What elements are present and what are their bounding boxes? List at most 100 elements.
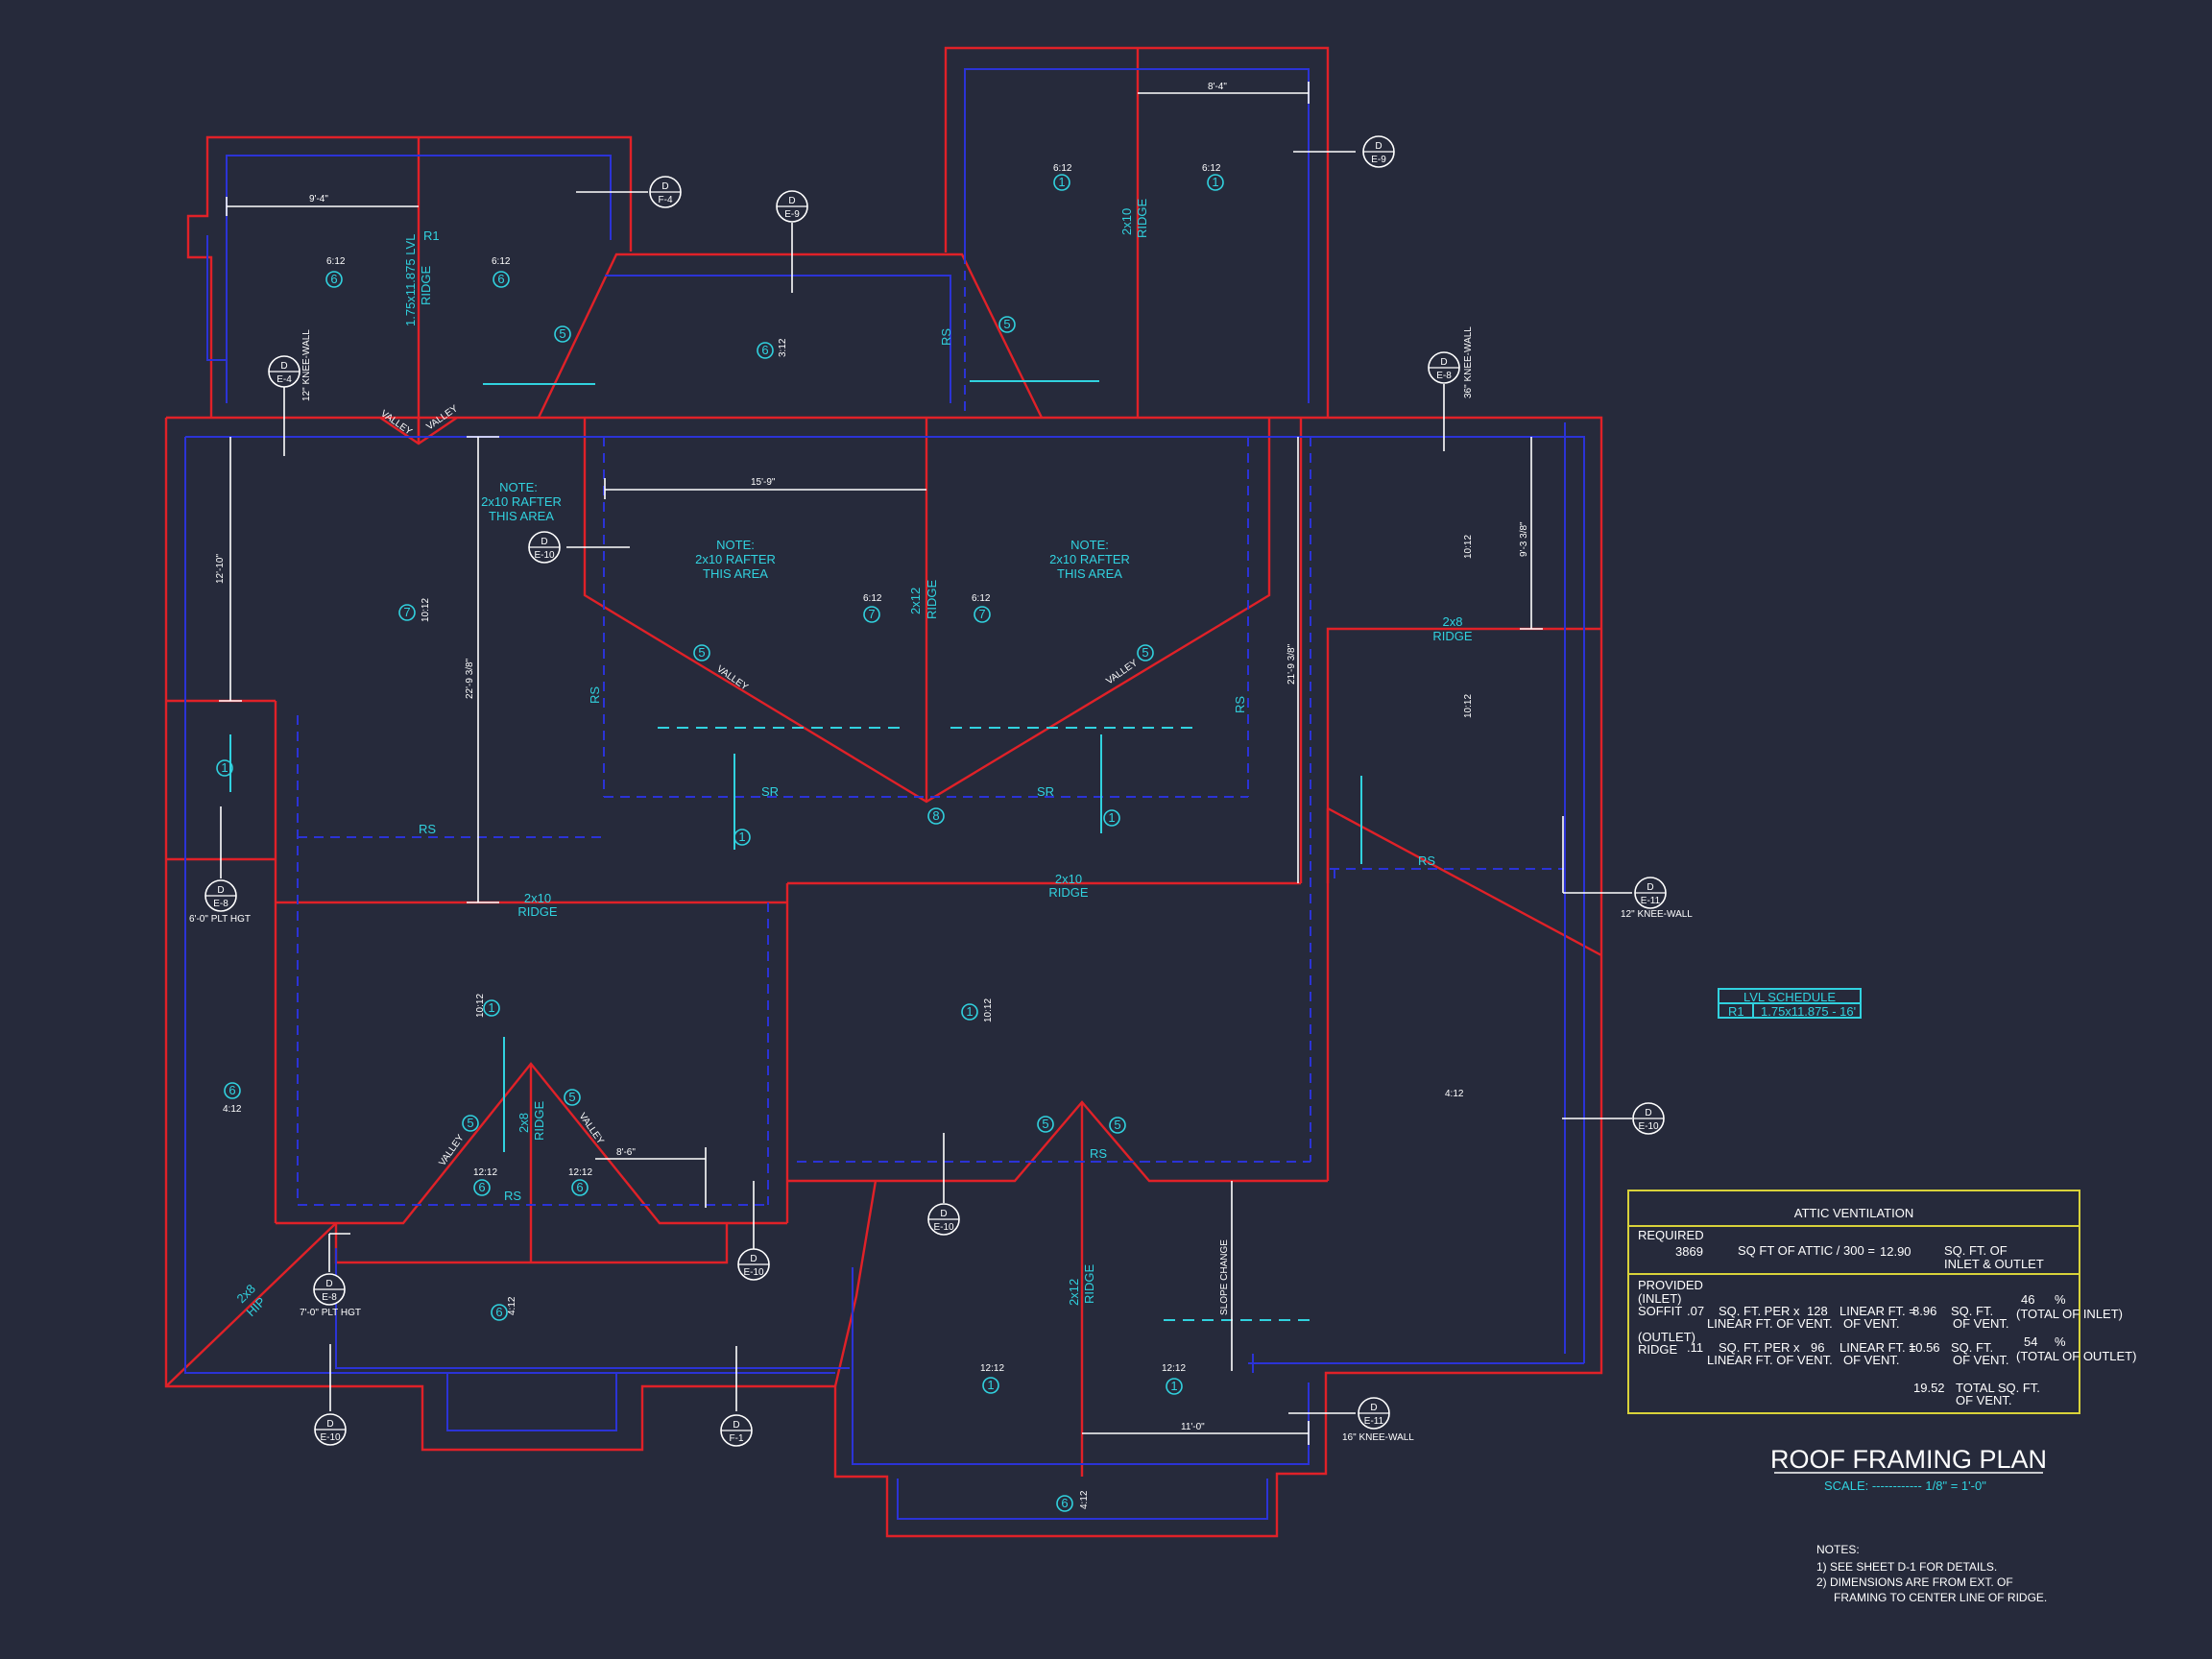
note-area: THIS AREA: [1057, 566, 1122, 581]
rs-label: RS: [588, 686, 602, 704]
marker-number: 8: [932, 808, 939, 823]
marker-number: 6: [761, 343, 768, 357]
detail-tag-sheet: F-4: [659, 195, 673, 205]
detail-tag-sheet: E-11: [1641, 896, 1661, 906]
lvl-schedule-box: [1718, 988, 1862, 1019]
rs-label: RS: [504, 1189, 521, 1203]
cyan-arrows: [229, 380, 1362, 1321]
marker-circle: [564, 1089, 581, 1106]
knee-wall-36: 36" KNEE-WALL: [1463, 326, 1474, 398]
section-number-marker: 7: [974, 606, 991, 623]
detail-callout-tag[interactable]: DE-10: [927, 1203, 960, 1236]
detail-tag-letter: D: [750, 1254, 757, 1264]
ridge-label: RIDGE: [1082, 1264, 1096, 1305]
note-rafter: 2x10 RAFTER: [481, 494, 562, 509]
ridge-label: RIDGE: [1432, 629, 1473, 643]
detail-tag-letter: D: [1645, 1108, 1651, 1118]
pitch-12-12: 12:12: [1162, 1363, 1186, 1374]
detail-tag-sheet: E-8: [213, 899, 228, 909]
detail-callout-tag[interactable]: D E-8: [313, 1273, 346, 1306]
section-number-marker: 5: [998, 316, 1016, 333]
detail-callout-tag[interactable]: DE-9: [776, 190, 808, 223]
detail-callout-tag[interactable]: D E-11: [1634, 877, 1667, 909]
section-number-marker: 5: [554, 325, 571, 343]
dim-9-3: 9'-3 3/8": [1519, 521, 1529, 557]
marker-circle: [483, 999, 500, 1017]
note-area: THIS AREA: [703, 566, 768, 581]
dimension-lines: [219, 82, 1632, 1445]
valley-label: VALLEY: [714, 663, 750, 692]
marker-number: 6: [228, 1083, 235, 1097]
valley-label: VALLEY: [577, 1111, 606, 1146]
section-number-marker: 1: [1166, 1378, 1183, 1395]
lvl-schedule-size: 1.75x11.875 - 16': [1761, 1004, 1856, 1019]
detail-tag-letter: D: [661, 181, 668, 192]
detail-callout-tag[interactable]: D E-8: [1428, 351, 1460, 384]
marker-number: 1: [1170, 1379, 1177, 1393]
detail-callout-tag[interactable]: DE-10: [314, 1413, 347, 1446]
rs-label: RS: [419, 822, 436, 836]
required-label: REQUIRED: [1638, 1228, 1704, 1242]
of-vent-label: OF VENT.: [1953, 1353, 2009, 1367]
detail-tag-letter: D: [788, 196, 795, 206]
section-number-marker: 1: [483, 999, 500, 1017]
detail-tag-letter: D: [1440, 357, 1447, 368]
marker-number: 7: [978, 607, 985, 621]
section-number-marker: 5: [462, 1115, 479, 1132]
pitch-4-12: 4:12: [1445, 1089, 1464, 1099]
soffit-linear: 128: [1807, 1304, 1828, 1318]
sqft-label: SQ. FT.: [1951, 1340, 1993, 1355]
detail-callout-tag[interactable]: DE-10: [737, 1248, 770, 1281]
provided-label: PROVIDED: [1638, 1278, 1703, 1292]
outlet-pct-label: (TOTAL OF OUTLET): [2016, 1349, 2136, 1363]
detail-tag-sheet: E-8: [322, 1292, 337, 1303]
detail-tag-sheet: E-10: [1638, 1121, 1659, 1132]
rs-label: RS: [1233, 696, 1247, 713]
pct-sign: %: [2055, 1292, 2066, 1307]
ridge-2x10-upper: 2x10: [1119, 208, 1134, 235]
note-label: NOTE:: [716, 538, 755, 552]
pitch-12-12: 12:12: [568, 1167, 592, 1178]
required-text: SQ FT OF ATTIC / 300 =: [1738, 1243, 1875, 1258]
marker-number: 1: [1058, 175, 1065, 189]
marker-circle: [493, 271, 510, 288]
inlet-pct-label: (TOTAL OF INLET): [2016, 1307, 2123, 1321]
annotation-text-layer: 9'-4" 8'-4" 15'-9" 12'-10" 22'-9 3/8" 21…: [189, 82, 2136, 1604]
marker-circle: [757, 342, 774, 359]
knee-wall-12-right: 12" KNEE-WALL: [1621, 909, 1693, 920]
of-vent-label: OF VENT.: [1843, 1316, 1900, 1331]
detail-tag-letter: D: [1647, 882, 1653, 893]
section-number-marker: 6: [1056, 1495, 1073, 1512]
ridge-2x8-right: 2x8: [1443, 614, 1463, 629]
detail-callout-tag[interactable]: DE-9: [1362, 135, 1395, 168]
ridge-rate: .11: [1687, 1340, 1703, 1355]
detail-callout-tag[interactable]: DE-10: [528, 531, 561, 564]
marker-circle: [982, 1377, 999, 1394]
detail-callout-tag[interactable]: DF-1: [720, 1414, 753, 1447]
required-text3: INLET & OUTLET: [1944, 1257, 2044, 1271]
note-rafter: 2x10 RAFTER: [1049, 552, 1130, 566]
marker-circle: [974, 606, 991, 623]
marker-number: 5: [568, 1090, 575, 1104]
note-rafter: 2x10 RAFTER: [695, 552, 776, 566]
detail-callout-tag[interactable]: D F-4: [649, 176, 682, 208]
ridge-2x10-mid: 2x10: [1055, 872, 1082, 886]
detail-tag-sheet: E-8: [1436, 371, 1452, 381]
detail-callout-tag[interactable]: DE-4: [268, 355, 301, 388]
section-number-marker: 1: [1207, 174, 1224, 191]
marker-number: 6: [1061, 1496, 1068, 1510]
dim-15-9: 15'-9": [751, 477, 776, 488]
marker-circle: [1103, 809, 1120, 827]
detail-callout-tag[interactable]: DE-8: [204, 879, 237, 912]
sqft-label: SQ. FT.: [1951, 1304, 1993, 1318]
pitch-6-12: 6:12: [972, 593, 991, 604]
section-number-marker: 6: [473, 1179, 491, 1196]
section-number-marker: 1: [733, 829, 751, 846]
rs-label: RS: [1090, 1146, 1107, 1161]
pitch-4-12: 4:12: [223, 1104, 242, 1115]
marker-circle: [554, 325, 571, 343]
detail-tag-letter: D: [325, 1279, 332, 1289]
marker-circle: [571, 1179, 589, 1196]
detail-callout-tag[interactable]: D E-10: [1632, 1102, 1665, 1135]
detail-callout-tag[interactable]: DE-11: [1358, 1397, 1390, 1430]
